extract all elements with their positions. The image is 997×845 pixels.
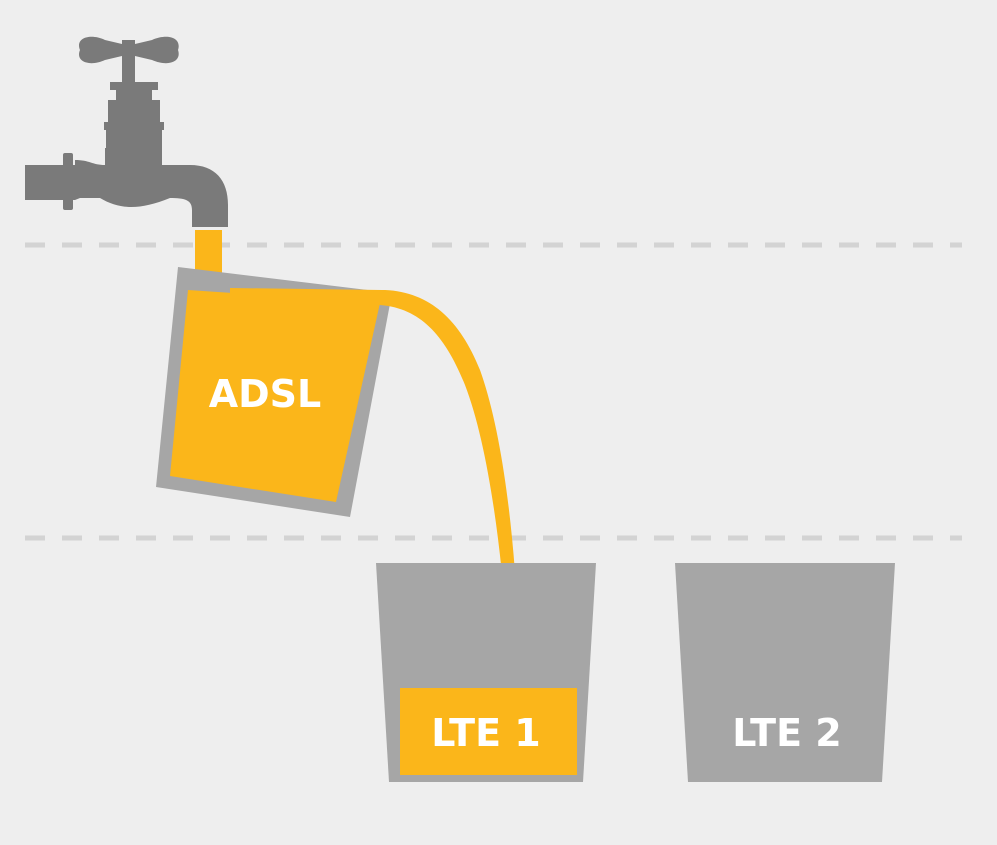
faucet-icon xyxy=(25,36,228,227)
bucket-adsl: ADSL xyxy=(156,267,392,517)
bucket-label-adsl: ADSL xyxy=(209,372,322,416)
bucket-lte-2: LTE 2 xyxy=(675,563,895,782)
bucket-lte-1: LTE 1 xyxy=(376,563,596,782)
bucket-label-lte-2: LTE 2 xyxy=(732,711,841,755)
bucket-label-lte-1: LTE 1 xyxy=(431,711,540,755)
